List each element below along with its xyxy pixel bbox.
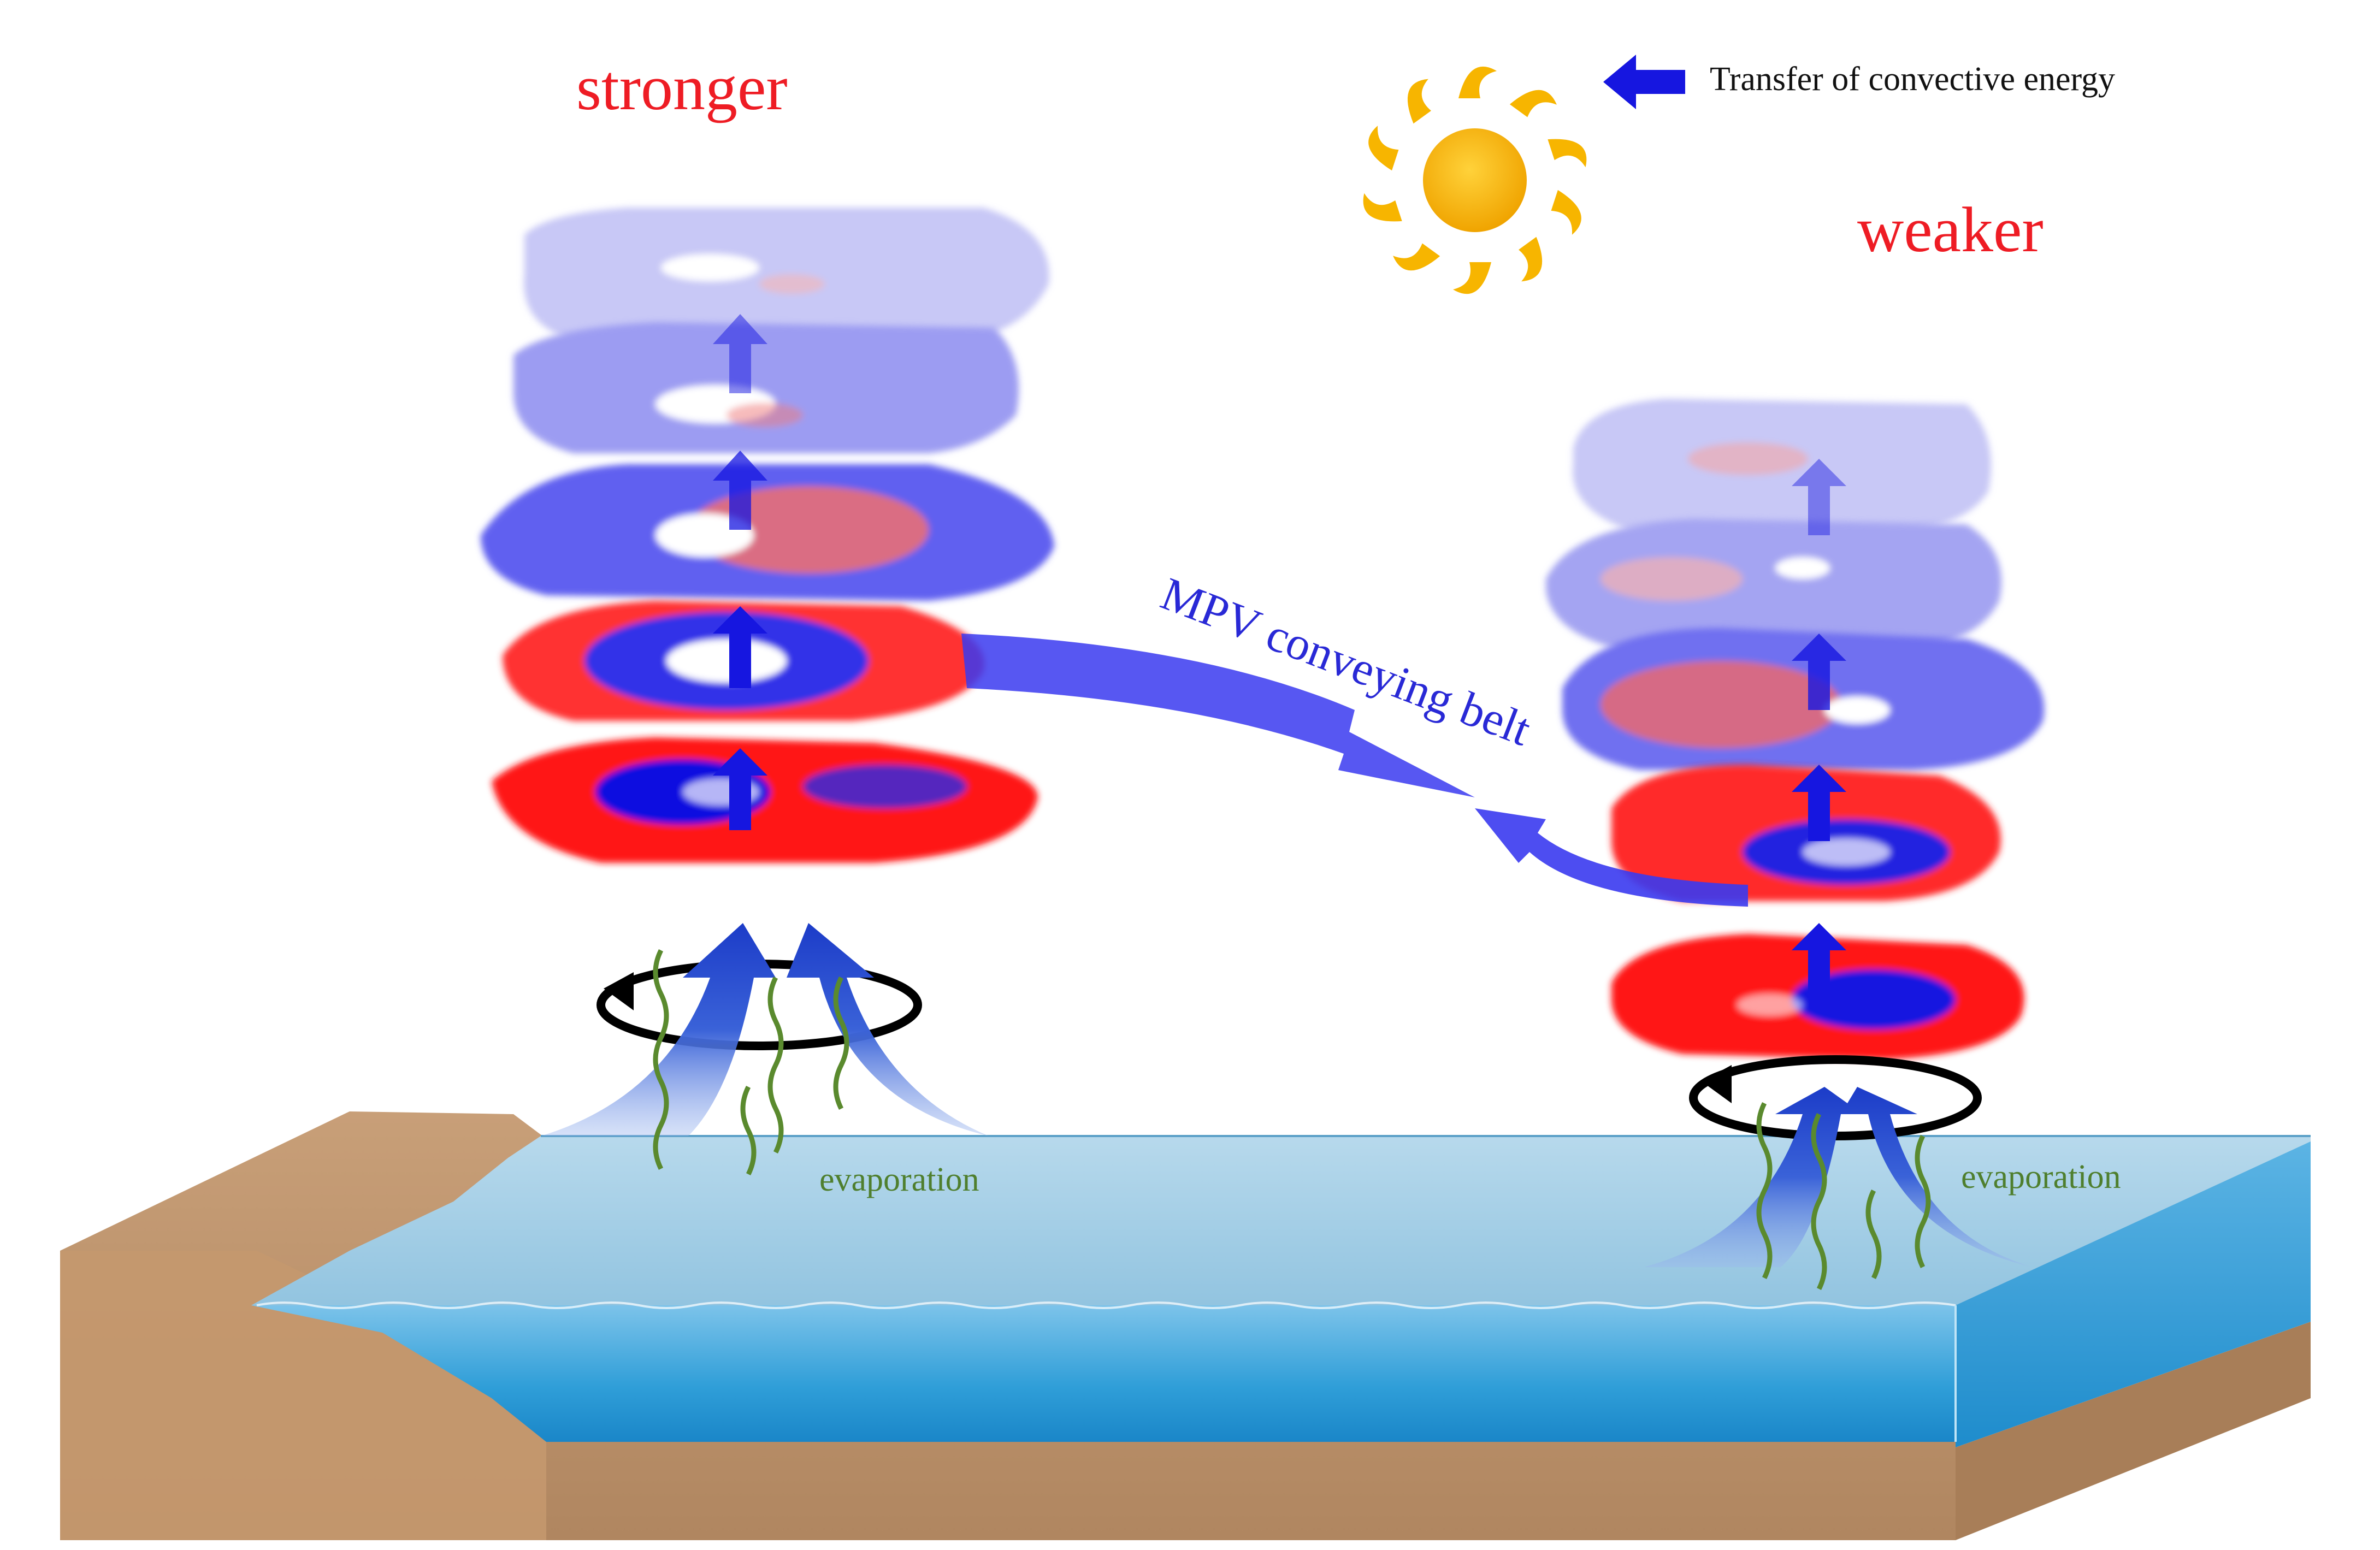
stronger-vortex	[481, 208, 1054, 863]
land-right-side	[1956, 1322, 2311, 1540]
updraft-arrow-icon	[1841, 1087, 2032, 1267]
vapour-wave-icon	[1756, 1102, 1931, 1291]
vortex-layer	[481, 464, 1054, 601]
evaporation-label-left: evaporation	[819, 1161, 979, 1198]
land-left-face	[60, 1251, 546, 1540]
weaker-label: weaker	[1857, 194, 2044, 265]
ocean-front	[251, 1305, 1956, 1442]
weaker-vortex	[1546, 399, 2045, 1060]
ocean-side	[1956, 1141, 2311, 1447]
vortex-layer	[1562, 628, 2045, 770]
right-circulation: evaporation	[1644, 1055, 2121, 1291]
vortex-layer	[1573, 399, 1991, 530]
belt-lower-arrow	[1475, 808, 1748, 907]
left-circulation: evaporation	[541, 923, 989, 1198]
updraft-arrow-icon	[787, 923, 989, 1136]
legend-label: Transfer of convective energy	[1710, 61, 2115, 98]
vortex-layer	[1611, 765, 2001, 901]
legend: Transfer of convective energy	[1603, 55, 2115, 109]
updraft-arrow-icon	[1644, 1087, 1863, 1267]
vapour-wave-icon	[653, 949, 849, 1176]
sun-icon	[1363, 66, 1587, 294]
energy-arrow-icon	[1603, 55, 1685, 109]
evaporation-label-right: evaporation	[1961, 1158, 2121, 1196]
vortex-layer	[524, 208, 1049, 339]
vortex-layer	[492, 737, 1038, 863]
ocean-block	[60, 1111, 2311, 1540]
vortex-layer	[1546, 519, 2001, 650]
belt-upper-arrow	[961, 634, 1475, 797]
vortex-layer	[513, 322, 1019, 453]
stronger-label: stronger	[576, 52, 788, 123]
internal-arrow-icon	[1792, 459, 1846, 999]
updraft-arrow-icon	[541, 923, 776, 1136]
internal-arrow-icon	[713, 314, 767, 830]
